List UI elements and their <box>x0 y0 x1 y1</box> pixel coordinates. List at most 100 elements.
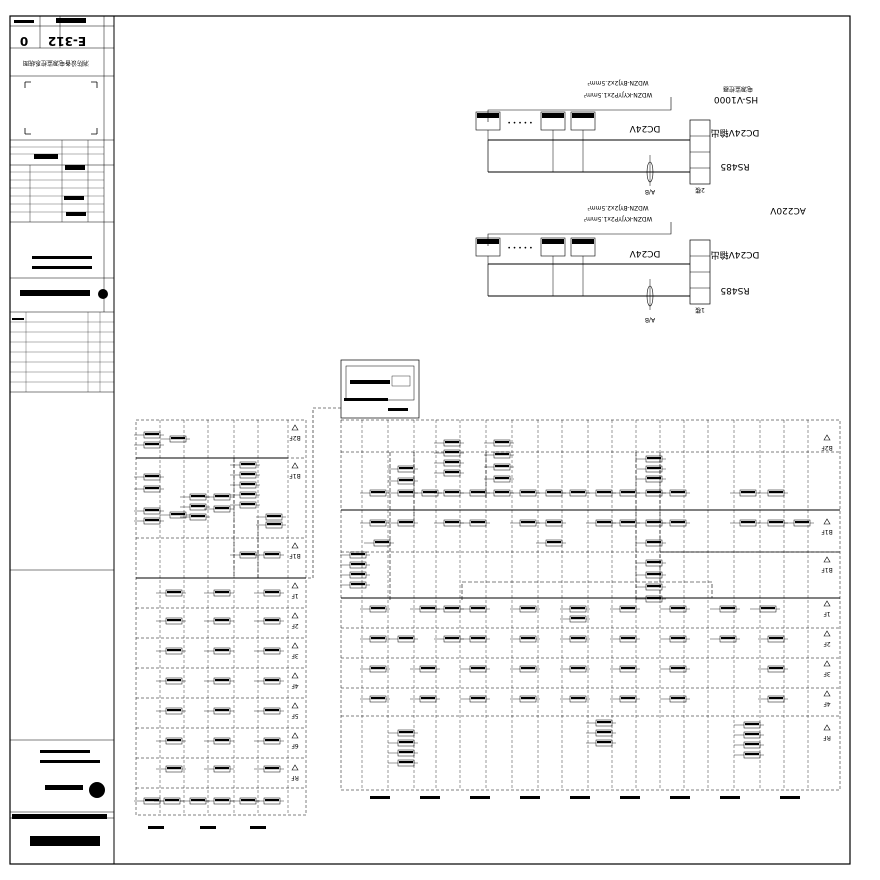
monitor-module <box>388 519 418 527</box>
monitor-module <box>410 665 440 673</box>
monitor-module <box>204 737 234 745</box>
monitor-module <box>156 647 186 655</box>
upper-ab-label: A/B <box>645 188 655 195</box>
monitor-module <box>134 473 164 481</box>
floor-name: 3F <box>291 652 299 659</box>
legend-box <box>340 359 420 419</box>
monitor-module <box>484 475 514 483</box>
floor-label: RF <box>823 724 831 741</box>
monitor-module <box>204 617 234 625</box>
floor-name: B1F <box>289 552 301 559</box>
floor-label: 2F <box>823 630 831 647</box>
floor-label: B2F <box>289 424 301 441</box>
monitor-module <box>256 521 286 529</box>
monitor-module <box>360 635 390 643</box>
lower-rs485-label: RS485 <box>720 285 749 295</box>
monitor-module <box>340 551 370 559</box>
upper-rs485-label: RS485 <box>720 161 749 171</box>
monitor-module <box>160 511 190 519</box>
floor-label: 1F <box>291 582 299 599</box>
monitor-module <box>360 489 390 497</box>
floor-label: B1F <box>821 556 833 573</box>
floor-label: 5F <box>291 702 299 719</box>
monitor-module <box>636 559 666 567</box>
monitor-module <box>460 635 490 643</box>
monitor-module <box>360 519 390 527</box>
floor-label: B1F <box>821 518 833 535</box>
floor-label: B2F <box>821 434 833 451</box>
upper-ellipsis: • • • • • <box>507 120 532 127</box>
lower-ab-label: A/B <box>645 316 655 323</box>
monitor-module <box>758 695 788 703</box>
monitor-module <box>254 797 284 805</box>
monitor-module <box>460 519 490 527</box>
monitor-module <box>660 489 690 497</box>
monitor-module <box>510 635 540 643</box>
monitor-module <box>784 519 814 527</box>
monitor-cabinet-note: 电源监控器 <box>723 85 753 93</box>
monitor-module <box>586 729 616 737</box>
monitor-module <box>610 635 640 643</box>
monitor-module <box>586 719 616 727</box>
floor-name: B2F <box>821 444 833 451</box>
lower-ellipsis: • • • • • <box>507 245 532 252</box>
module-box <box>570 111 596 172</box>
upper-dc-out-label: DC24V输出 <box>711 127 760 139</box>
monitor-module <box>154 797 184 805</box>
floor-name: 1F <box>291 592 299 599</box>
monitor-module <box>204 765 234 773</box>
monitor-module <box>156 617 186 625</box>
monitor-module <box>610 665 640 673</box>
monitor-module <box>510 695 540 703</box>
sheet-title: 消防设备电源监控系统图 <box>23 59 89 67</box>
upper-cable-note-2: WDZN-KYJYP2x1.5mm² <box>583 91 652 98</box>
monitor-module <box>134 507 164 515</box>
floor-name: 4F <box>823 700 831 707</box>
monitor-module <box>734 731 764 739</box>
monitor-module <box>710 635 740 643</box>
monitor-module <box>204 707 234 715</box>
monitor-module <box>660 519 690 527</box>
floor-label: RF <box>291 764 299 781</box>
floor-label: 4F <box>291 672 299 689</box>
monitor-module <box>758 635 788 643</box>
monitor-module <box>254 647 284 655</box>
floor-name: B1F <box>821 566 833 573</box>
lower-bus-voltage: DC24V <box>629 248 661 258</box>
monitor-module <box>388 465 418 473</box>
monitor-module <box>636 455 666 463</box>
monitor-module <box>134 431 164 439</box>
monitor-module <box>636 583 666 591</box>
monitor-module <box>758 489 788 497</box>
monitor-module <box>560 695 590 703</box>
module-box <box>475 237 501 264</box>
monitor-module <box>434 469 464 477</box>
monitor-module <box>434 439 464 447</box>
floor-name: 1F <box>823 610 831 617</box>
monitor-module <box>734 741 764 749</box>
monitor-module <box>156 707 186 715</box>
floor-label: B1F <box>289 542 301 559</box>
monitor-module <box>360 665 390 673</box>
monitor-module <box>434 449 464 457</box>
monitor-module <box>434 605 464 613</box>
floor-name: 3F <box>823 670 831 677</box>
monitor-module <box>134 517 164 525</box>
floor-label: 3F <box>823 660 831 677</box>
monitor-module <box>410 695 440 703</box>
monitor-module <box>254 707 284 715</box>
monitor-module <box>360 605 390 613</box>
monitor-module <box>758 519 788 527</box>
monitor-module <box>636 539 666 547</box>
monitor-module <box>360 695 390 703</box>
monitor-module <box>560 635 590 643</box>
company-seal-icon <box>89 782 105 798</box>
monitor-module <box>734 721 764 729</box>
module-box <box>570 237 596 296</box>
upper-bus-voltage: DC24V <box>629 123 661 133</box>
monitor-module <box>204 493 234 501</box>
monitor-module <box>536 539 566 547</box>
monitor-module <box>388 729 418 737</box>
floor-name: 6F <box>291 742 299 749</box>
